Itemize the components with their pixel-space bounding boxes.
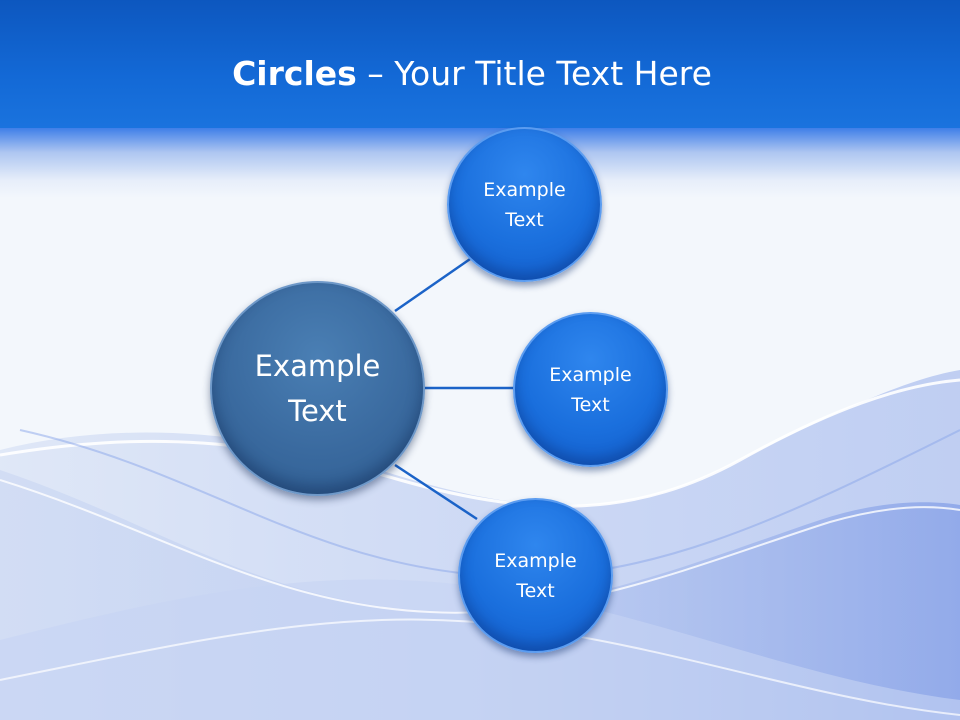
title-regular-part: – Your Title Text Here	[356, 54, 712, 93]
node-1-line-2: Text	[505, 208, 544, 231]
node-1-line-1: Example	[483, 178, 566, 201]
title-bar	[0, 0, 960, 128]
page-title: Circles – Your Title Text Here	[0, 52, 944, 96]
title-bold-part: Circles	[232, 54, 357, 93]
node-3-line-2: Text	[516, 579, 555, 602]
connector-to-node-1	[394, 255, 474, 313]
node-circle-2: Example Text	[513, 312, 668, 467]
connector-to-node-3	[394, 463, 478, 521]
node-2-line-2: Text	[571, 393, 610, 416]
center-circle-line-2: Text	[288, 393, 347, 428]
node-3-line-1: Example	[494, 549, 577, 572]
node-circle-1: Example Text	[447, 127, 602, 282]
node-circle-3: Example Text	[458, 498, 613, 653]
center-circle: Example Text	[210, 281, 425, 496]
center-circle-line-1: Example	[254, 348, 381, 383]
node-2-line-1: Example	[549, 363, 632, 386]
